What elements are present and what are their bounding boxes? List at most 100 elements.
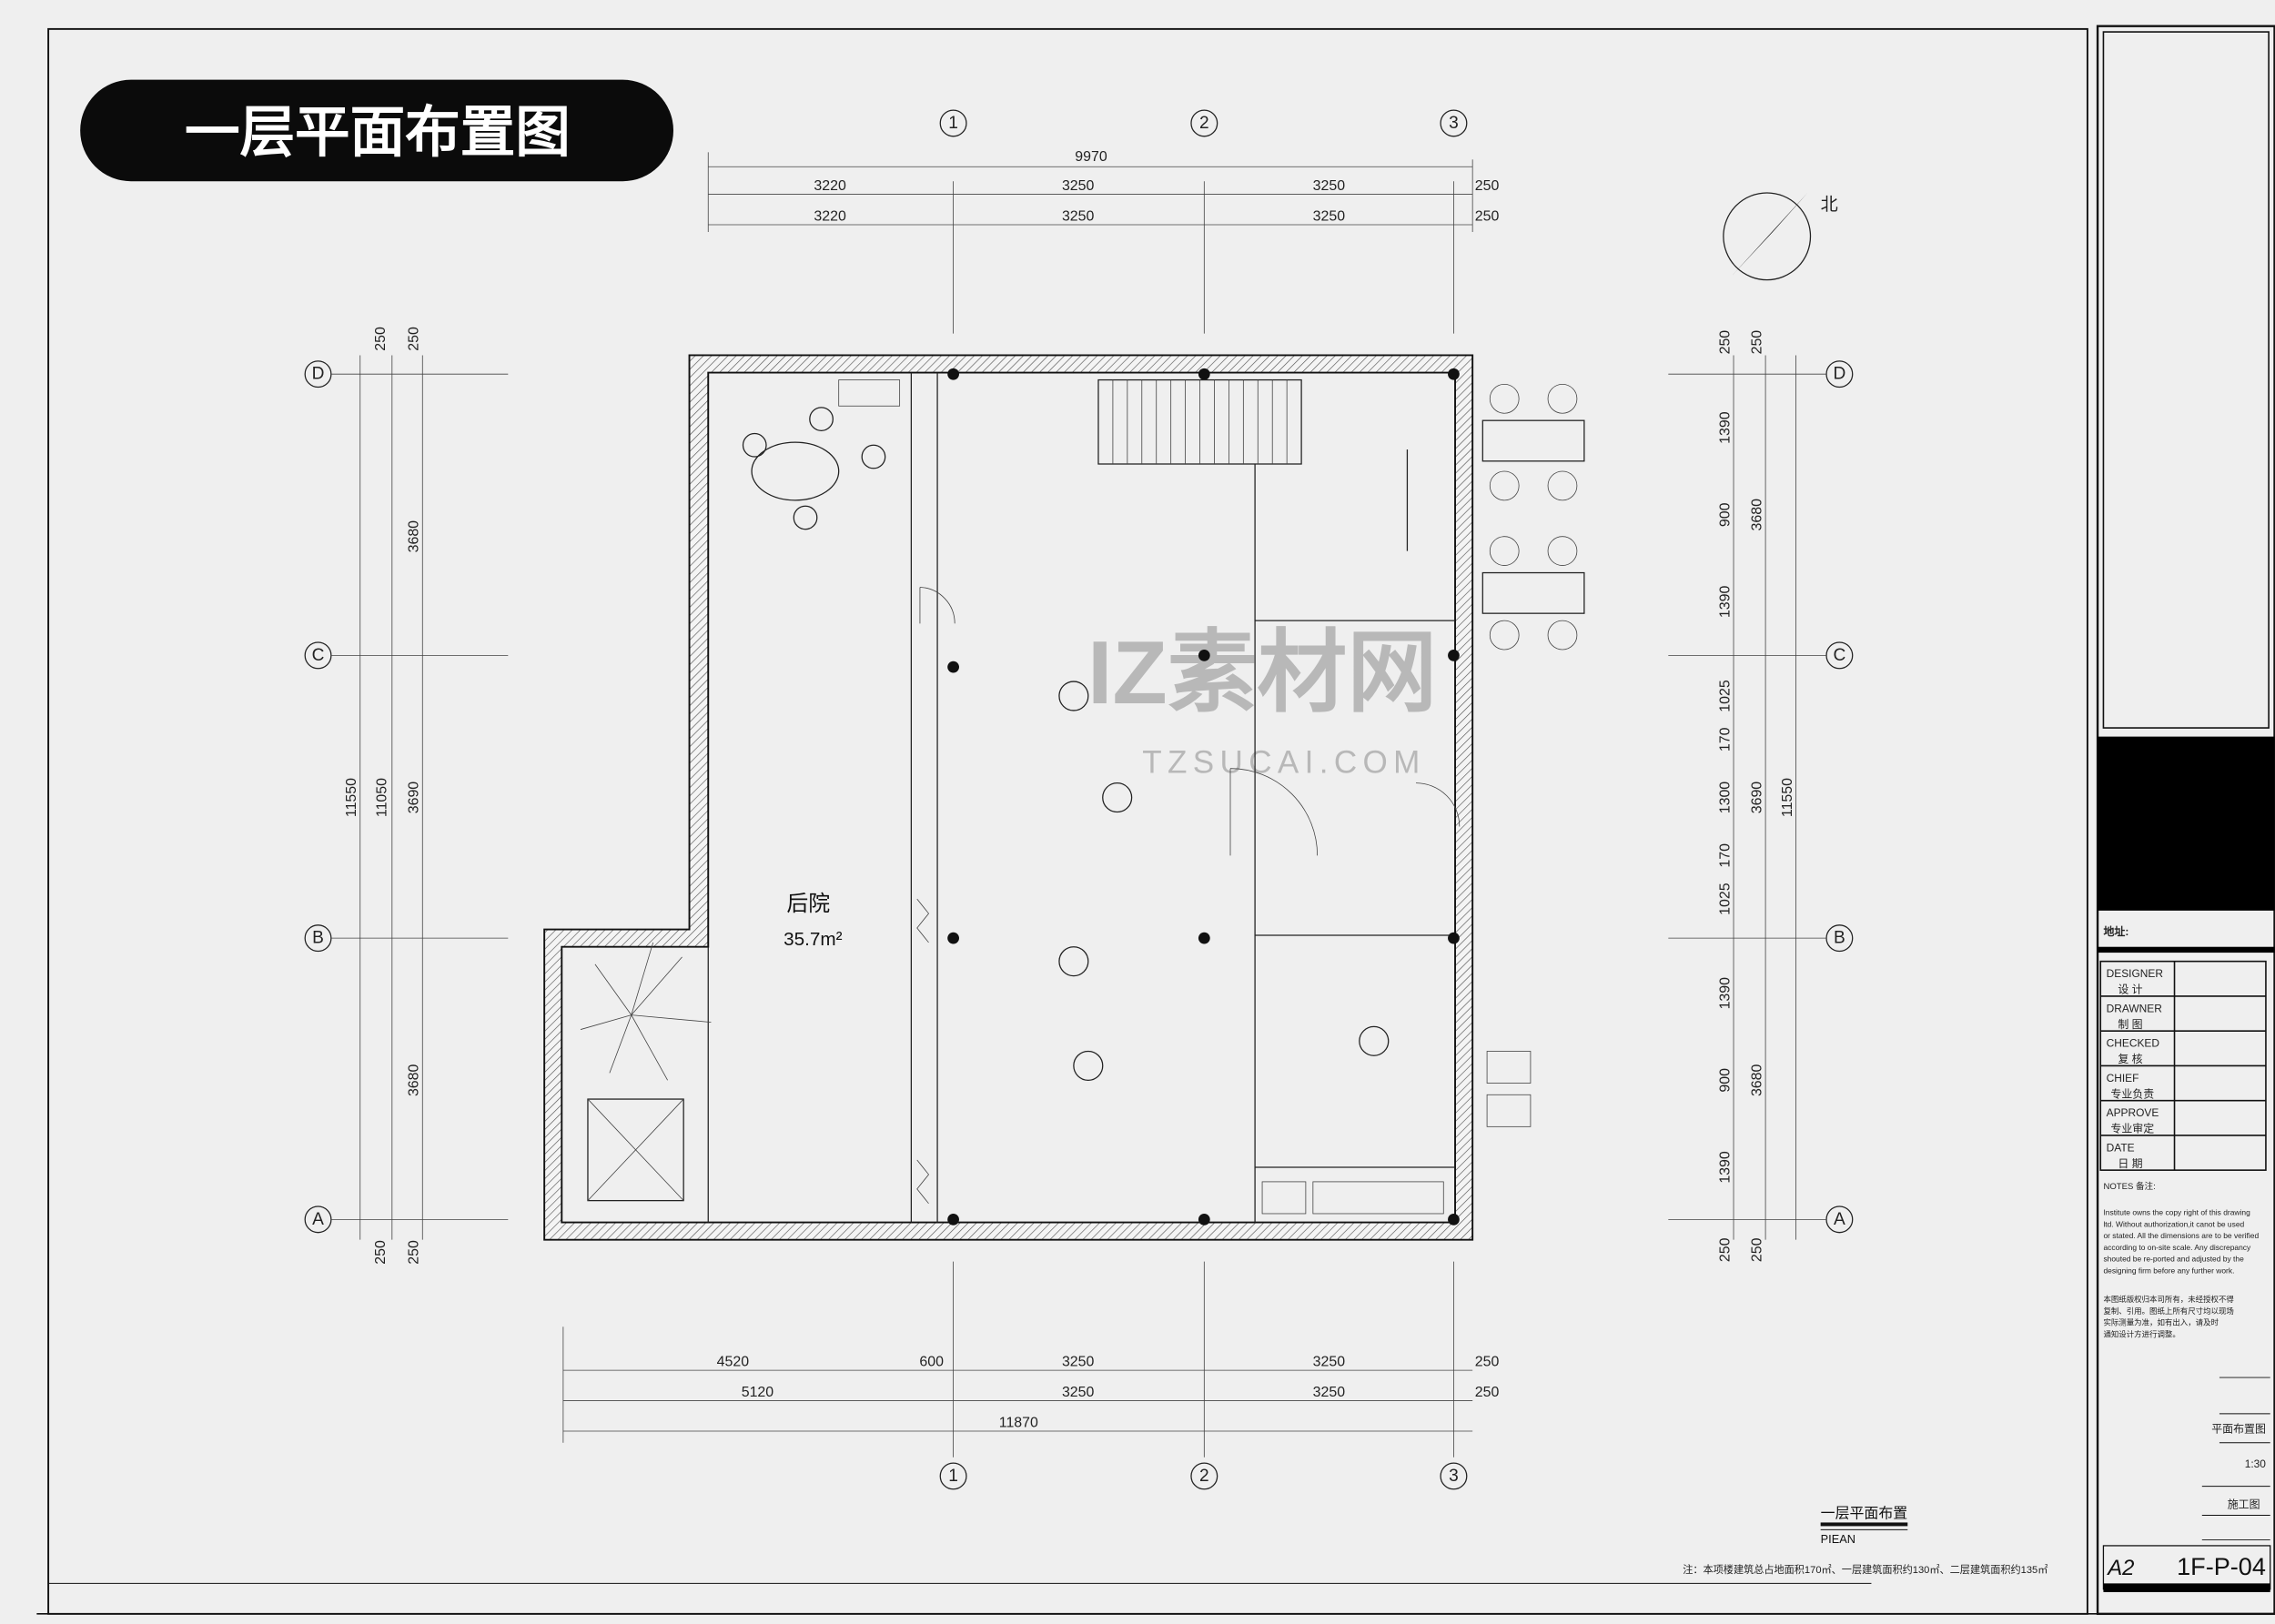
svg-text:250: 250	[1475, 1385, 1500, 1400]
svg-text:900: 900	[1717, 1068, 1733, 1093]
dimensions-top: 9970 3220 3250 3250 250 3220 3250 3250 2…	[707, 149, 1500, 334]
svg-text:170: 170	[1717, 843, 1733, 868]
svg-text:250: 250	[1475, 208, 1500, 224]
svg-text:复 核: 复 核	[2118, 1053, 2142, 1065]
svg-text:250: 250	[407, 1240, 422, 1265]
svg-text:A: A	[312, 1210, 324, 1229]
svg-text:CHIEF: CHIEF	[2107, 1072, 2139, 1084]
grid-bubble-3: 33	[1440, 109, 1468, 1490]
svg-text:4520: 4520	[717, 1354, 750, 1369]
svg-text:C: C	[312, 646, 325, 665]
watermark: IZ素材网 TZSUCAI.COM	[1087, 622, 1437, 780]
paper-size: A2	[2106, 1556, 2134, 1580]
sheet-number: 1F-P-04	[2177, 1552, 2266, 1580]
svg-text:5120: 5120	[742, 1385, 774, 1400]
svg-text:shouted be re-ported and adjus: shouted be re-ported and adjusted by the	[2103, 1255, 2244, 1264]
svg-text:ltd. Without authorization,it: ltd. Without authorization,it canot be u…	[2103, 1219, 2244, 1228]
signoff-row: CHECKED 复 核	[2100, 1037, 2266, 1067]
svg-text:D: D	[1833, 365, 1845, 384]
grid-bubble-2: 22	[1190, 109, 1218, 1490]
svg-text:250: 250	[1475, 178, 1500, 194]
svg-text:11870: 11870	[999, 1415, 1038, 1430]
svg-text:3250: 3250	[1313, 1354, 1346, 1369]
svg-text:APPROVE: APPROVE	[2107, 1106, 2159, 1119]
svg-text:制 图: 制 图	[2118, 1018, 2142, 1031]
svg-text:本图纸版权归本司所有，未经授权不得: 本图纸版权归本司所有，未经授权不得	[2103, 1295, 2234, 1304]
svg-text:2: 2	[1199, 114, 1209, 133]
svg-text:designing firm before any furt: designing firm before any further work.	[2103, 1266, 2234, 1275]
svg-text:D: D	[312, 365, 325, 384]
svg-text:后院: 后院	[786, 892, 830, 916]
drawing-scale: 1:30	[2245, 1458, 2267, 1470]
svg-text:11550: 11550	[1780, 778, 1795, 817]
svg-text:3250: 3250	[1313, 208, 1346, 224]
notes: NOTES 备注: Institute owns the copy right …	[2103, 1181, 2259, 1339]
svg-text:3250: 3250	[1062, 208, 1095, 224]
svg-text:250: 250	[407, 327, 422, 351]
svg-text:3250: 3250	[1062, 178, 1095, 194]
svg-text:A: A	[1834, 1210, 1845, 1229]
svg-text:250: 250	[1717, 330, 1733, 355]
drawing-caption: 一层平面布置 PIEAN 注：本项楼建筑总占地面积170㎡、一层建筑面积约130…	[48, 1506, 2048, 1584]
signoff-row: DESIGNER 设 计	[2100, 967, 2266, 997]
drawing-name: 平面布置图	[2211, 1423, 2266, 1436]
svg-text:1: 1	[948, 114, 958, 133]
svg-text:NOTES 备注:: NOTES 备注:	[2103, 1181, 2155, 1192]
svg-text:or stated. All the dimensions: or stated. All the dimensions are to be …	[2103, 1231, 2259, 1240]
svg-text:3: 3	[1449, 114, 1459, 133]
svg-text:250: 250	[373, 327, 389, 351]
svg-text:1025: 1025	[1717, 883, 1733, 915]
svg-text:PIEAN: PIEAN	[1821, 1532, 1855, 1546]
svg-text:复制、引用。图纸上所有尺寸均以现场: 复制、引用。图纸上所有尺寸均以现场	[2103, 1306, 2233, 1316]
svg-text:3680: 3680	[1749, 1064, 1764, 1096]
svg-text:北: 北	[1821, 195, 1838, 215]
page-title: 一层平面布置图	[185, 101, 571, 163]
svg-text:3680: 3680	[1749, 499, 1764, 531]
svg-text:1390: 1390	[1717, 586, 1733, 619]
svg-text:1390: 1390	[1717, 1151, 1733, 1184]
svg-text:通知设计方进行调整。: 通知设计方进行调整。	[2103, 1329, 2179, 1338]
svg-text:250: 250	[1475, 1354, 1500, 1369]
north-arrow-icon: 北	[1723, 192, 1838, 281]
grid-bubble-1: 11	[939, 109, 967, 1490]
svg-text:IZ素材网: IZ素材网	[1087, 622, 1437, 722]
svg-text:600: 600	[919, 1354, 944, 1369]
svg-text:3250: 3250	[1062, 1385, 1095, 1400]
svg-text:B: B	[1834, 929, 1845, 948]
svg-text:9970: 9970	[1075, 149, 1107, 165]
svg-text:1025: 1025	[1717, 680, 1733, 712]
dimensions-left: 250 250 3680 3690 3680 11050 11550 250 2…	[344, 327, 423, 1265]
svg-text:according to on-site scale. An: according to on-site scale. Any discrepa…	[2103, 1243, 2251, 1252]
svg-text:设 计: 设 计	[2118, 983, 2142, 996]
svg-text:35.7m²: 35.7m²	[784, 929, 843, 950]
svg-text:1390: 1390	[1717, 977, 1733, 1010]
svg-text:CHECKED: CHECKED	[2107, 1037, 2160, 1050]
svg-text:170: 170	[1717, 727, 1733, 751]
svg-text:1390: 1390	[1717, 411, 1733, 444]
svg-text:1: 1	[948, 1467, 958, 1486]
svg-text:3680: 3680	[407, 1064, 422, 1096]
address-label: 地址:	[2103, 924, 2128, 938]
structural-columns	[947, 368, 1460, 1226]
svg-text:专业负责: 专业负责	[2110, 1086, 2154, 1100]
svg-text:2: 2	[1199, 1467, 1209, 1486]
svg-text:3690: 3690	[1749, 782, 1764, 814]
svg-text:3220: 3220	[814, 178, 846, 194]
room-backyard: 后院 35.7m²	[784, 892, 843, 950]
signoff-row: CHIEF 专业负责	[2100, 1072, 2266, 1102]
dimensions-bottom: 4520 600 3250 3250 250 5120 3250 3250 25…	[562, 1261, 1500, 1458]
furniture	[580, 379, 1585, 1215]
svg-text:DRAWNER: DRAWNER	[2107, 1002, 2163, 1014]
svg-text:250: 250	[373, 1240, 389, 1265]
svg-text:250: 250	[1749, 1237, 1764, 1262]
svg-text:C: C	[1833, 646, 1845, 665]
title-badge: 一层平面布置图	[80, 79, 673, 182]
svg-text:DESIGNER: DESIGNER	[2107, 967, 2164, 980]
signoff-row: DRAWNER 制 图	[2100, 1002, 2266, 1032]
